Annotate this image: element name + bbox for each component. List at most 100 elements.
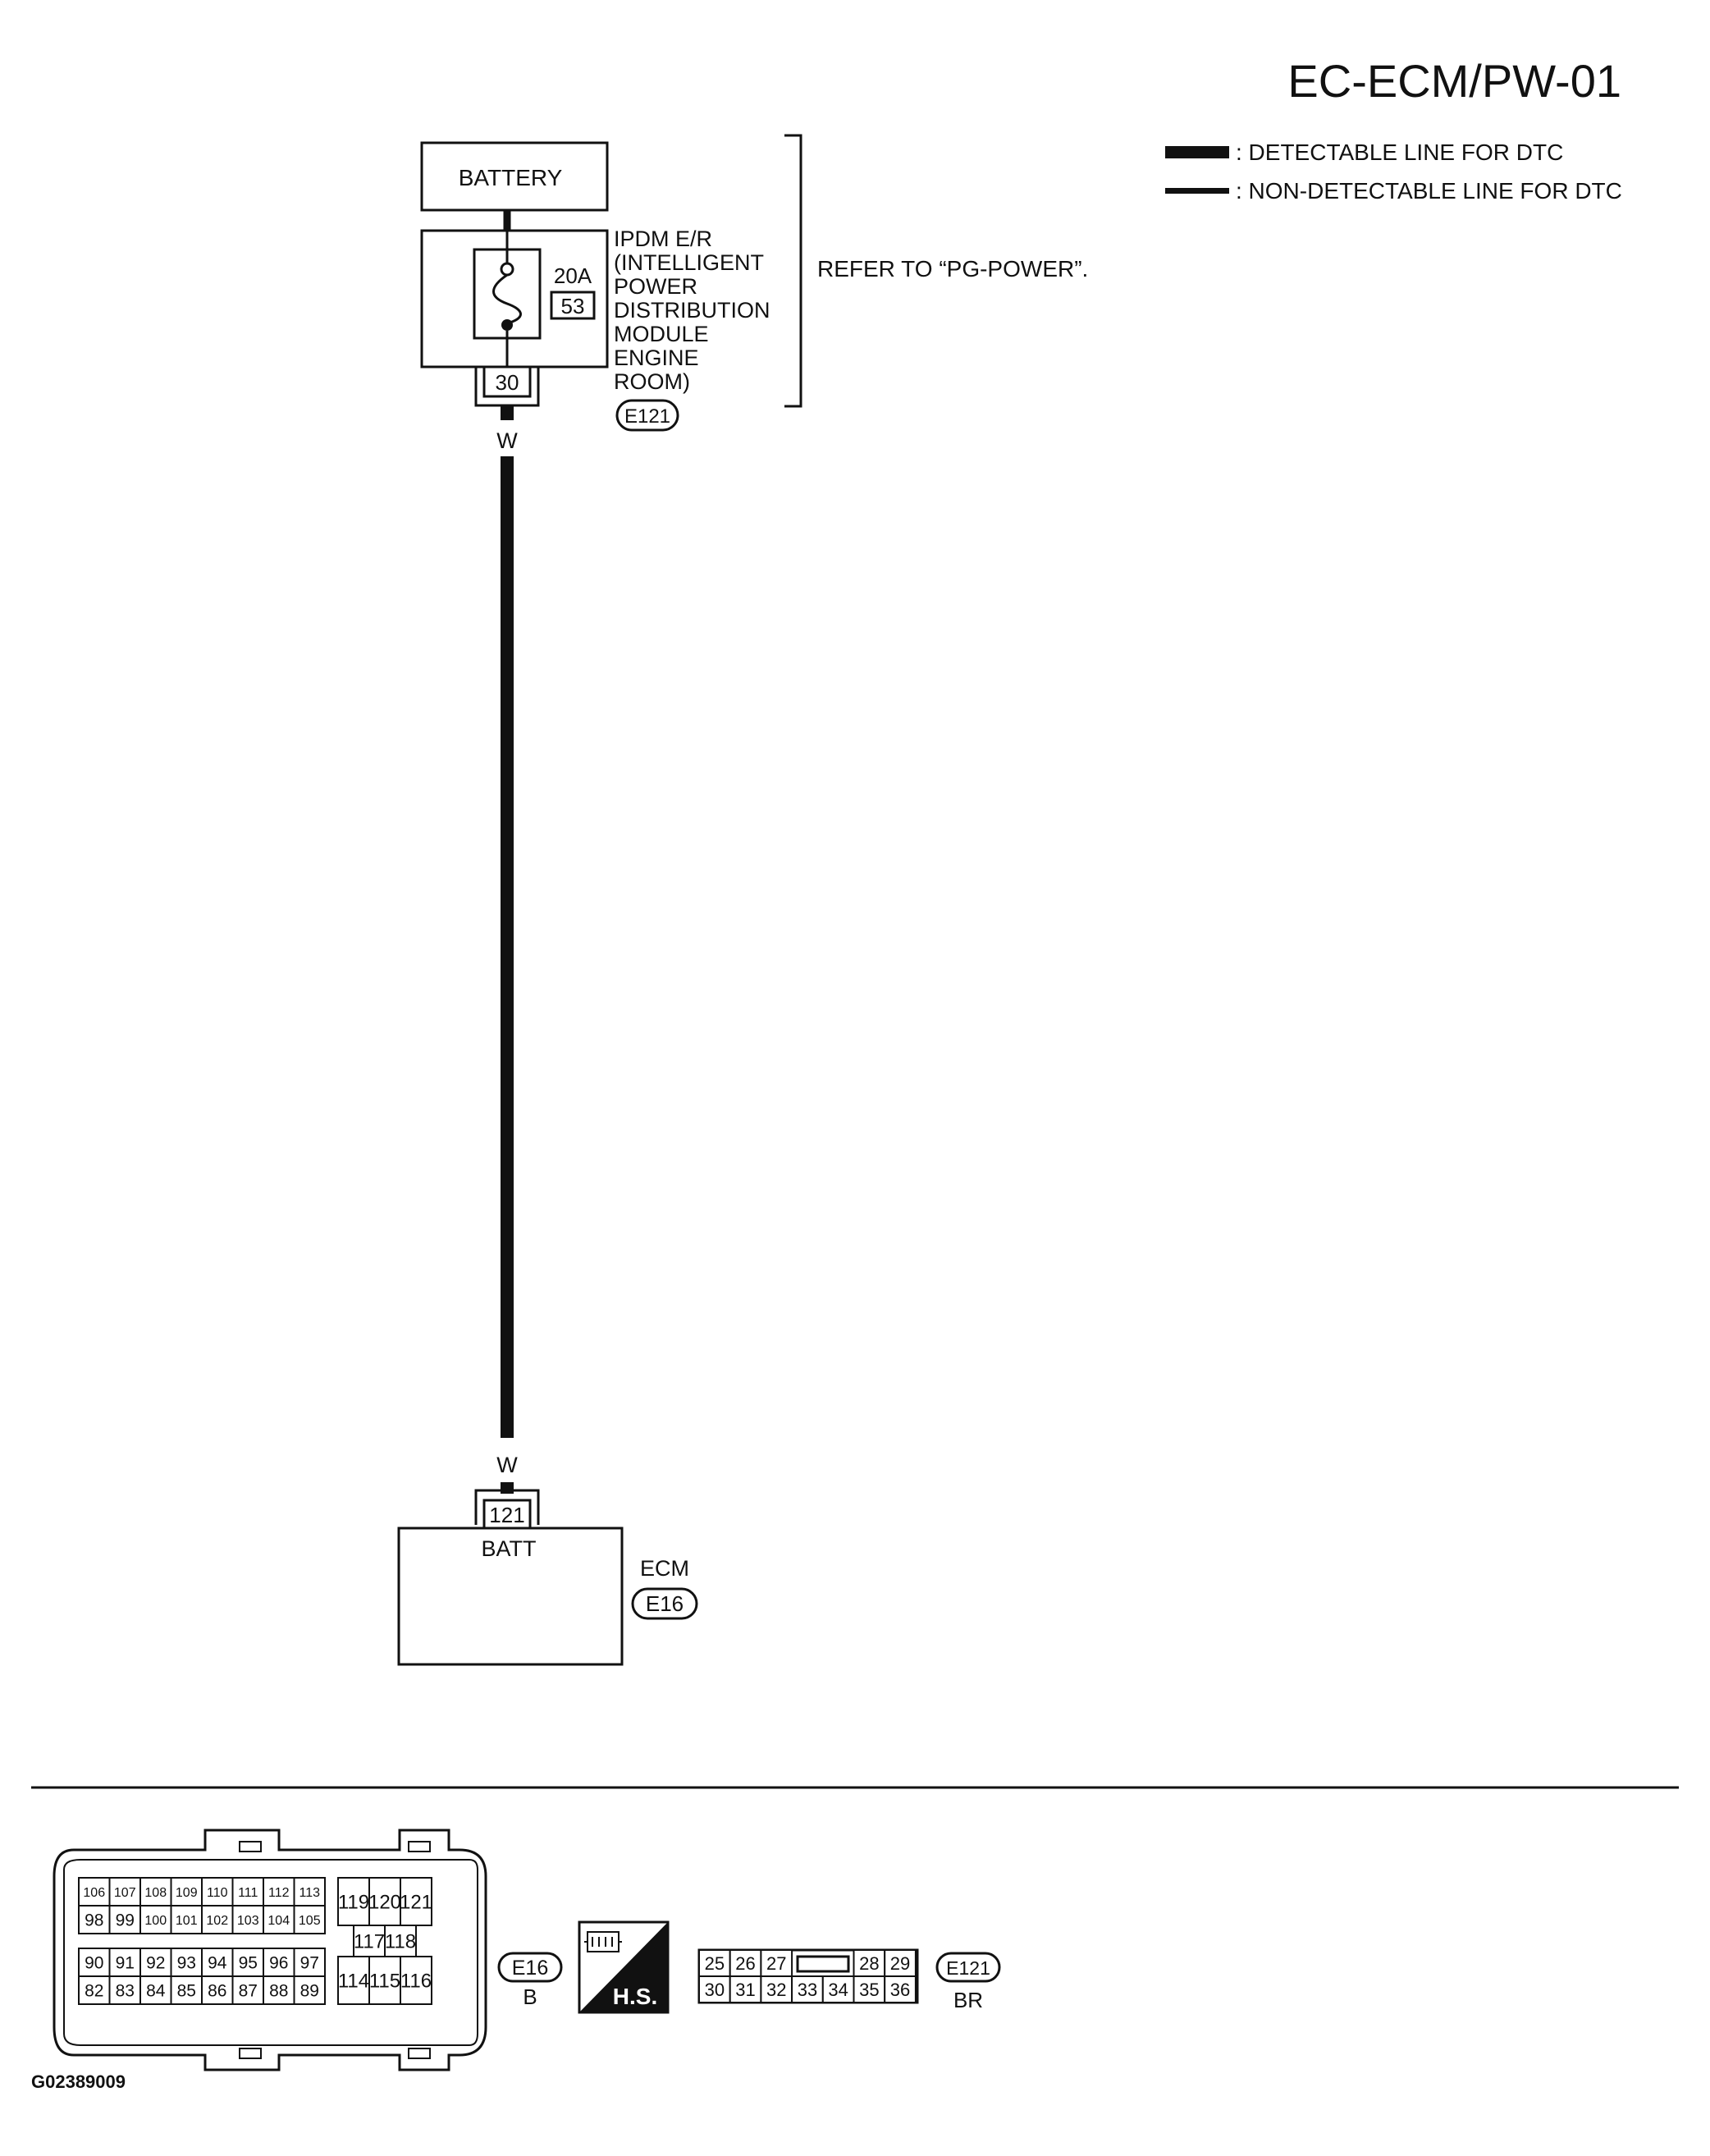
hs-badge: H.S. xyxy=(578,1920,670,2014)
battery-box: BATTERY xyxy=(420,141,609,212)
connector-pin: 109 xyxy=(170,1877,203,1907)
connector-pin: 96 xyxy=(263,1948,295,1977)
ipdm-connector-tag: E121 xyxy=(615,399,679,432)
connector-pin: 84 xyxy=(139,1975,172,2005)
connector-pin: 25 xyxy=(698,1949,731,1977)
connector-pin: 35 xyxy=(853,1975,886,2003)
connector-pin: 110 xyxy=(201,1877,234,1907)
connector-pin-number: 118 xyxy=(385,1931,416,1953)
connector-pin: 94 xyxy=(201,1948,234,1977)
connector-pin: 118 xyxy=(384,1925,417,1957)
connector-pin-number: 103 xyxy=(237,1914,259,1928)
ipdm-name-line-7: ROOM) xyxy=(614,369,690,394)
fuse-terminal-bottom xyxy=(501,319,513,331)
connector-pin-number: 121 xyxy=(400,1892,432,1914)
connector-pin: 101 xyxy=(170,1905,203,1934)
connector-pin: 36 xyxy=(884,1975,917,2003)
connector-pin-number: 98 xyxy=(85,1911,103,1930)
connector-e16-id: E16 xyxy=(512,1957,548,1980)
fuse-number: 53 xyxy=(561,294,585,318)
connector-pin: 108 xyxy=(139,1877,172,1907)
connector-pin-number: 113 xyxy=(299,1886,320,1900)
connector-pin-number: 94 xyxy=(208,1954,227,1973)
connector-pin-number: 95 xyxy=(239,1954,258,1973)
connector-pin: 89 xyxy=(293,1975,326,2005)
connector-pin-number: 99 xyxy=(116,1911,135,1930)
connector-e121-color: BR xyxy=(953,1988,983,2012)
ecm-connector-id: E16 xyxy=(646,1591,684,1616)
connector-pin: 31 xyxy=(729,1975,762,2003)
connector-e121-key xyxy=(796,1955,850,1973)
wire-color-bottom: W xyxy=(496,1453,518,1477)
connector-pin: 33 xyxy=(791,1975,824,2003)
connector-e121-tag: E121 xyxy=(935,1952,1001,1983)
connector-pin-number: 85 xyxy=(177,1982,196,2001)
connector-pin: 90 xyxy=(78,1948,111,1977)
ecm-terminal-label: BATT xyxy=(482,1536,537,1561)
ipdm-er-box: 20A 53 xyxy=(420,229,609,368)
ipdm-name-line-3: POWER xyxy=(614,274,697,299)
connector-pin-number: 91 xyxy=(116,1954,135,1973)
ipdm-connector-id: E121 xyxy=(624,405,670,428)
connector-pin: 106 xyxy=(78,1877,111,1907)
connector-pin-number: 27 xyxy=(766,1953,786,1974)
refer-bracket xyxy=(784,134,802,408)
connector-pin-number: 104 xyxy=(267,1914,290,1928)
connector-e16-tag: E16 xyxy=(497,1952,563,1983)
connector-pin: 103 xyxy=(231,1905,264,1934)
connector-pin: 88 xyxy=(263,1975,295,2005)
connector-pin: 95 xyxy=(231,1948,264,1977)
connector-pin: 111 xyxy=(231,1877,264,1907)
connector-pin-number: 83 xyxy=(116,1982,135,2001)
connector-pin-number: 116 xyxy=(400,1971,432,1993)
battery-label: BATTERY xyxy=(459,165,563,190)
ecm-terminal: 121 xyxy=(474,1489,540,1530)
connector-pin-number: 89 xyxy=(300,1982,319,2001)
connector-pin: 112 xyxy=(263,1877,295,1907)
ecm-connector-tag: E16 xyxy=(631,1587,698,1620)
connector-pin-number: 97 xyxy=(300,1954,319,1973)
page-code: EC-ECM/PW-01 xyxy=(1287,55,1621,107)
connector-pin: 98 xyxy=(78,1905,111,1934)
connector-pin-number: 26 xyxy=(735,1953,755,1974)
hs-label: H.S. xyxy=(613,1984,657,2009)
connector-pin-number: 107 xyxy=(114,1886,136,1900)
connector-pin-number: 36 xyxy=(890,1980,910,2000)
ipdm-name-line-5: MODULE xyxy=(614,322,709,346)
connector-pin: 107 xyxy=(108,1877,141,1907)
connector-e16-color: B xyxy=(523,1984,537,2009)
ipdm-name-line-4: DISTRIBUTION xyxy=(614,298,770,323)
connector-pin: 26 xyxy=(729,1949,762,1977)
ipdm-terminal: 30 xyxy=(474,365,540,407)
connector-pin: 27 xyxy=(760,1949,793,1977)
connector-pin-number: 28 xyxy=(859,1953,879,1974)
ecm-name: ECM xyxy=(640,1556,689,1581)
connector-pin: 34 xyxy=(821,1975,855,2003)
connector-pin: 82 xyxy=(78,1975,111,2005)
ipdm-name-line-2: (INTELLIGENT xyxy=(614,250,764,275)
connector-pin: 114 xyxy=(337,1956,370,2005)
connector-e121-id: E121 xyxy=(946,1957,990,1979)
connector-pin-number: 115 xyxy=(369,1971,400,1993)
legend-thick-swatch xyxy=(1165,146,1229,158)
connector-pin: 117 xyxy=(353,1925,386,1957)
legend-detectable-label: : DETECTABLE LINE FOR DTC xyxy=(1236,140,1563,165)
connector-pin: 85 xyxy=(170,1975,203,2005)
connector-pin-number: 110 xyxy=(207,1886,228,1900)
connector-pin-number: 90 xyxy=(85,1954,103,1973)
connector-pin: 30 xyxy=(698,1975,731,2003)
legend-thin-swatch xyxy=(1165,188,1229,194)
connector-pin-number: 101 xyxy=(176,1914,198,1928)
connector-pin-number: 30 xyxy=(705,1980,725,2000)
connector-pin-number: 106 xyxy=(83,1886,105,1900)
connector-pin-number: 29 xyxy=(890,1953,910,1974)
connector-pin: 99 xyxy=(108,1905,141,1934)
connector-pin: 91 xyxy=(108,1948,141,1977)
fuse-number-box xyxy=(550,291,596,320)
connector-pin: 93 xyxy=(170,1948,203,1977)
connector-pin: 120 xyxy=(368,1877,401,1926)
connector-pin-number: 87 xyxy=(239,1982,258,2001)
connector-pin-number: 111 xyxy=(238,1886,258,1900)
